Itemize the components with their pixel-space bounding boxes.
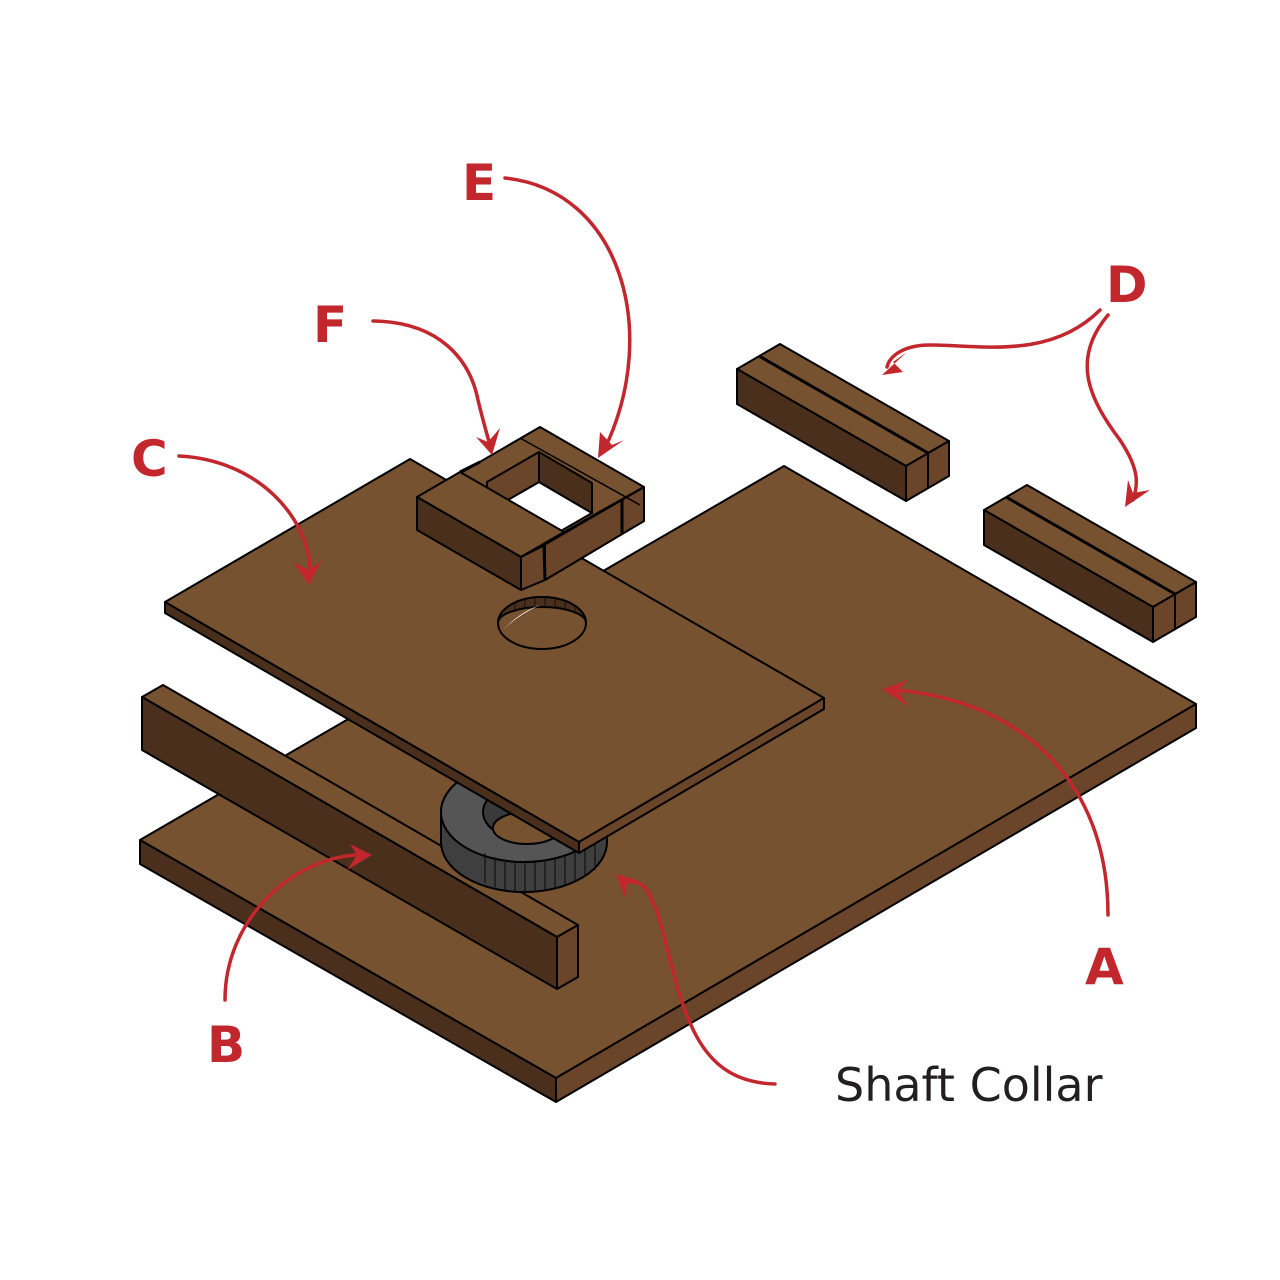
- arrowhead-d2: [1125, 480, 1150, 507]
- arrowhead-f: [476, 428, 500, 455]
- label-f: F: [313, 296, 348, 354]
- label-e: E: [462, 154, 497, 212]
- arrowhead-c: [293, 560, 322, 585]
- arrowhead-a: [882, 680, 908, 706]
- arrow-d2: [1085, 313, 1139, 502]
- label-d: D: [1106, 256, 1148, 314]
- arrow-a: [893, 688, 1110, 917]
- arrow-e: [503, 176, 632, 448]
- arrowhead-d1: [882, 352, 907, 375]
- arrowhead-e: [598, 432, 624, 458]
- label-c: C: [131, 430, 168, 488]
- arrow-c: [177, 454, 312, 574]
- arrow-b: [223, 853, 357, 1002]
- callout-arrows: [177, 176, 1139, 1086]
- label-a: A: [1085, 938, 1124, 996]
- label-b: B: [207, 1016, 246, 1074]
- callout-arrowheads: [293, 352, 1150, 898]
- arrow-f: [371, 319, 492, 448]
- square-frame-e-f: [416, 426, 645, 591]
- arrow-shaft-collar: [623, 880, 777, 1086]
- arrowhead-shaft-collar: [616, 874, 640, 898]
- grooved-block-d-upper: [736, 343, 950, 502]
- shaft-collar-caption: Shaft Collar: [835, 1058, 1103, 1112]
- grooved-block-d-lower: [983, 484, 1197, 643]
- arrowhead-b: [347, 844, 372, 870]
- arrow-d1: [885, 308, 1102, 369]
- upper-plate-c: [164, 458, 825, 854]
